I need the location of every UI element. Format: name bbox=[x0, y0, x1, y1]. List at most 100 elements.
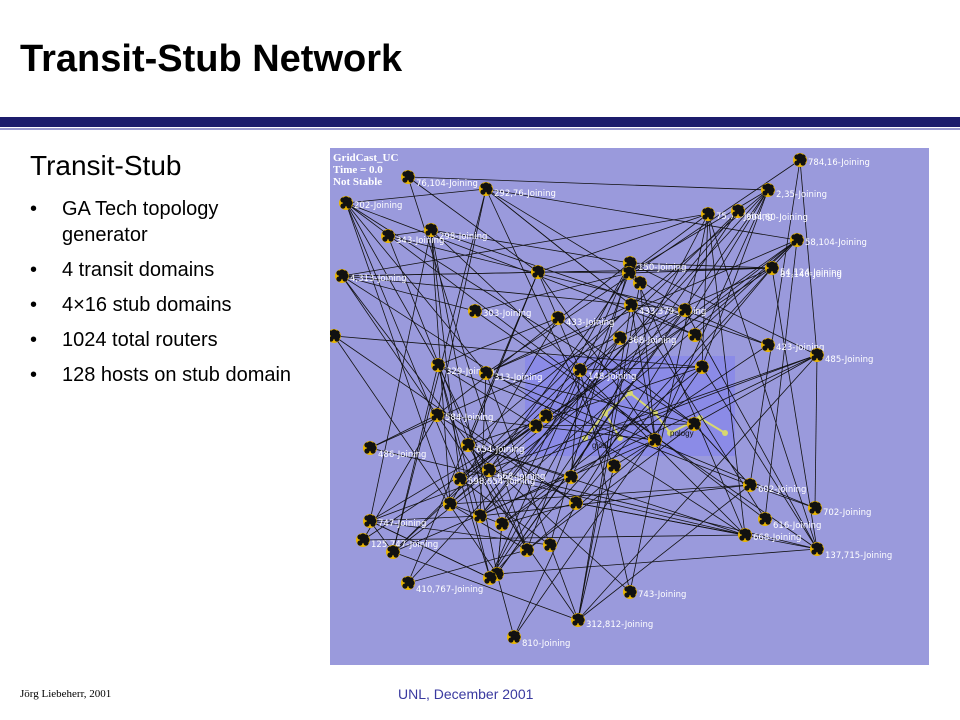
node-labels: 784,16-Joining2,35-Joining304,60-Joining… bbox=[350, 158, 892, 649]
network-node-cluster bbox=[743, 478, 757, 492]
node-router bbox=[568, 470, 574, 476]
node-router bbox=[627, 585, 633, 591]
network-link bbox=[485, 188, 641, 284]
network-link bbox=[488, 469, 818, 550]
network-node-cluster bbox=[623, 585, 637, 599]
network-node-cluster bbox=[473, 509, 487, 523]
node-router bbox=[524, 547, 530, 553]
network-node-cluster bbox=[381, 229, 395, 243]
node-router bbox=[617, 335, 623, 341]
network-link bbox=[345, 202, 766, 520]
node-router bbox=[389, 233, 395, 239]
bullet-text: 1024 total routers bbox=[62, 329, 218, 351]
node-router bbox=[559, 315, 565, 321]
node-router bbox=[367, 514, 373, 520]
network-node-cluster bbox=[356, 533, 370, 547]
node-label: 4,313-Joining bbox=[350, 274, 406, 284]
node-label: 423-Joining bbox=[776, 343, 824, 353]
network-node-cluster bbox=[453, 472, 467, 486]
node-router bbox=[432, 227, 438, 233]
network-link bbox=[430, 229, 631, 264]
node-router bbox=[621, 335, 627, 341]
node-label: 784,16-Joining bbox=[808, 158, 870, 168]
bullet-text: 4 transit domains bbox=[62, 259, 215, 281]
network-link bbox=[341, 275, 490, 471]
node-router bbox=[695, 421, 701, 427]
network-link bbox=[575, 189, 769, 504]
node-router bbox=[543, 413, 549, 419]
network-link bbox=[467, 366, 703, 446]
node-router bbox=[491, 575, 497, 581]
node-label: 303-Joining bbox=[483, 309, 531, 319]
network-topology-figure: gical pology 784,16-Joining2,35-Joining3… bbox=[330, 148, 929, 665]
network-link bbox=[630, 304, 766, 520]
bullet-item: •4×16 stub domains bbox=[30, 292, 300, 318]
node-router bbox=[547, 542, 553, 548]
network-node-cluster bbox=[793, 153, 807, 167]
node-router bbox=[765, 183, 771, 189]
network-node-cluster bbox=[507, 630, 521, 644]
node-label: 304,60-Joining bbox=[746, 213, 808, 223]
node-label: 54,124-Joining bbox=[780, 268, 842, 278]
node-label: 75,77-Joining bbox=[716, 212, 772, 222]
network-link bbox=[694, 239, 798, 336]
network-link bbox=[459, 239, 798, 480]
node-router bbox=[483, 366, 489, 372]
bullet-item: •128 hosts on stub domain bbox=[30, 362, 300, 388]
node-router bbox=[751, 482, 757, 488]
network-node-cluster bbox=[468, 304, 482, 318]
node-router bbox=[765, 187, 771, 193]
node-router bbox=[572, 474, 578, 480]
network-link bbox=[526, 272, 630, 551]
network-node-cluster bbox=[430, 408, 444, 422]
node-label: 58,104-Joining bbox=[805, 238, 867, 248]
network-link bbox=[436, 262, 631, 416]
node-router bbox=[343, 196, 349, 202]
network-link bbox=[496, 573, 515, 638]
network-node-cluster bbox=[761, 338, 775, 352]
node-router bbox=[447, 501, 453, 507]
node-router bbox=[812, 501, 818, 507]
figure-info-line: Time = 0.0 bbox=[333, 164, 383, 176]
network-link bbox=[577, 484, 751, 621]
node-router bbox=[434, 412, 440, 418]
node-router bbox=[360, 533, 366, 539]
overlay-text: gical bbox=[592, 441, 609, 450]
network-link bbox=[814, 354, 818, 509]
network-node-cluster bbox=[808, 501, 822, 515]
node-router bbox=[533, 423, 539, 429]
node-router bbox=[746, 532, 752, 538]
node-router bbox=[692, 328, 698, 334]
overlay-tree-node bbox=[667, 430, 673, 436]
network-link bbox=[701, 189, 769, 368]
network-link bbox=[501, 369, 581, 525]
node-router bbox=[611, 463, 617, 469]
node-label: 81,140-Joining bbox=[780, 270, 842, 280]
bullet-item: •4 transit domains bbox=[30, 257, 300, 283]
bullet-list: •GA Tech topology generator •4 transit d… bbox=[30, 196, 300, 397]
node-router bbox=[331, 333, 337, 339]
bullet-item: •1024 total routers bbox=[30, 327, 300, 353]
network-link bbox=[449, 503, 528, 551]
node-router bbox=[547, 413, 553, 419]
network-node-cluster bbox=[624, 298, 638, 312]
bullet-dot: • bbox=[30, 294, 38, 316]
network-node-cluster bbox=[687, 417, 701, 431]
network-link bbox=[513, 366, 703, 638]
node-router bbox=[487, 571, 493, 577]
node-router bbox=[691, 417, 697, 423]
network-link bbox=[579, 369, 746, 536]
section-heading: Transit-Stub bbox=[30, 150, 182, 181]
node-router bbox=[641, 280, 647, 286]
network-node-cluster bbox=[431, 358, 445, 372]
network-link bbox=[467, 444, 528, 551]
network-link bbox=[467, 189, 769, 446]
node-router bbox=[405, 174, 411, 180]
network-node-cluster bbox=[810, 542, 824, 556]
node-router bbox=[457, 472, 463, 478]
node-router bbox=[652, 437, 658, 443]
network-link bbox=[771, 267, 818, 550]
node-router bbox=[699, 364, 705, 370]
node-router bbox=[747, 482, 753, 488]
network-node-cluster bbox=[551, 311, 565, 325]
